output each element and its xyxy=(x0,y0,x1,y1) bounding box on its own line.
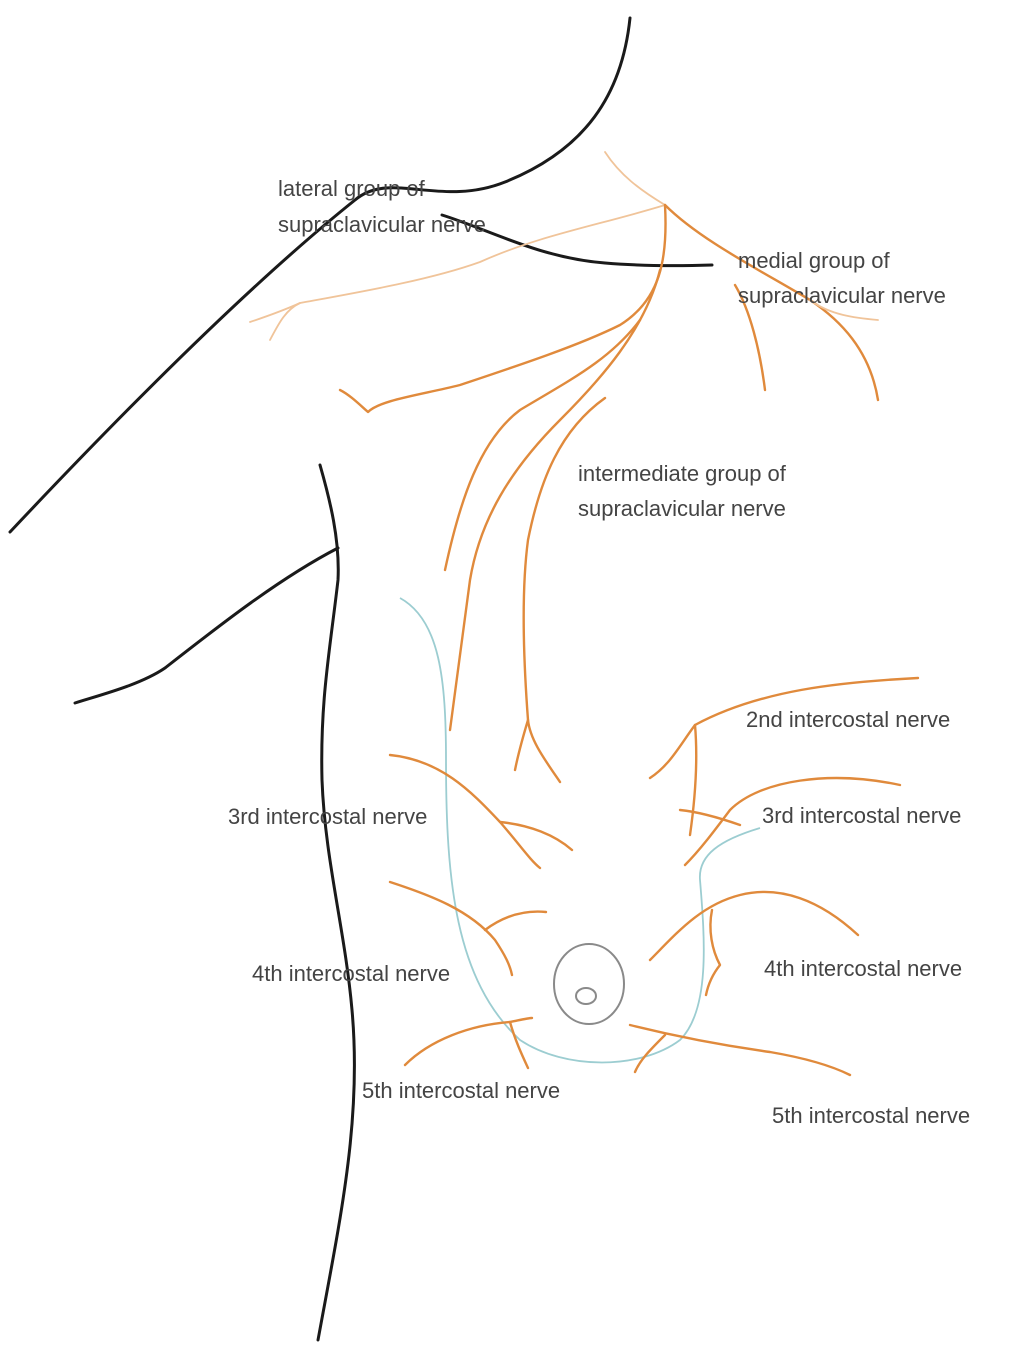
left-3rd-intercostal-label: 3rd intercostal nerve xyxy=(228,804,427,829)
right-4th-intercostal-branch xyxy=(706,910,720,995)
torso-side-line xyxy=(318,465,354,1340)
intermediate-supraclavicular-branch xyxy=(524,398,605,782)
left-5th-intercostal-label: 5th intercostal nerve xyxy=(362,1078,560,1103)
medial-supraclavicular-label-line1: medial group of xyxy=(738,248,891,273)
right-2nd-intercostal-label: 2nd intercostal nerve xyxy=(746,707,950,732)
labels: lateral group of supraclavicular nerve m… xyxy=(228,176,970,1128)
lateral-supraclavicular-branch xyxy=(250,303,300,322)
medial-supraclavicular-label-line2: supraclavicular nerve xyxy=(738,283,946,308)
intermediate-supraclavicular-label-line2: supraclavicular nerve xyxy=(578,496,786,521)
right-5th-intercostal-label: 5th intercostal nerve xyxy=(772,1103,970,1128)
left-4th-intercostal-branch xyxy=(485,912,546,930)
right-4th-intercostal-nerve xyxy=(650,892,858,960)
right-3rd-intercostal-branch xyxy=(680,810,740,825)
right-4th-intercostal-label: 4th intercostal nerve xyxy=(764,956,962,981)
neck-shoulder-line xyxy=(10,18,630,532)
left-4th-intercostal-label: 4th intercostal nerve xyxy=(252,961,450,986)
lateral-supraclavicular-branch xyxy=(605,152,665,205)
arm-line xyxy=(75,548,338,703)
left-5th-intercostal-nerve xyxy=(405,1018,532,1065)
intercostal-nerves xyxy=(390,678,918,1075)
lateral-supraclavicular-label-line1: lateral group of xyxy=(278,176,426,201)
right-3rd-intercostal-label: 3rd intercostal nerve xyxy=(762,803,961,828)
intermediate-supraclavicular-label-line1: intermediate group of xyxy=(578,461,787,486)
nipple xyxy=(576,988,596,1004)
lateral-supraclavicular-label-line2: supraclavicular nerve xyxy=(278,212,486,237)
right-5th-intercostal-branch xyxy=(635,1035,665,1072)
intermediate-supraclavicular-branch xyxy=(515,720,528,770)
left-5th-intercostal-branch xyxy=(510,1022,528,1068)
right-2nd-intercostal-branch xyxy=(690,725,696,835)
areola xyxy=(554,944,624,1024)
